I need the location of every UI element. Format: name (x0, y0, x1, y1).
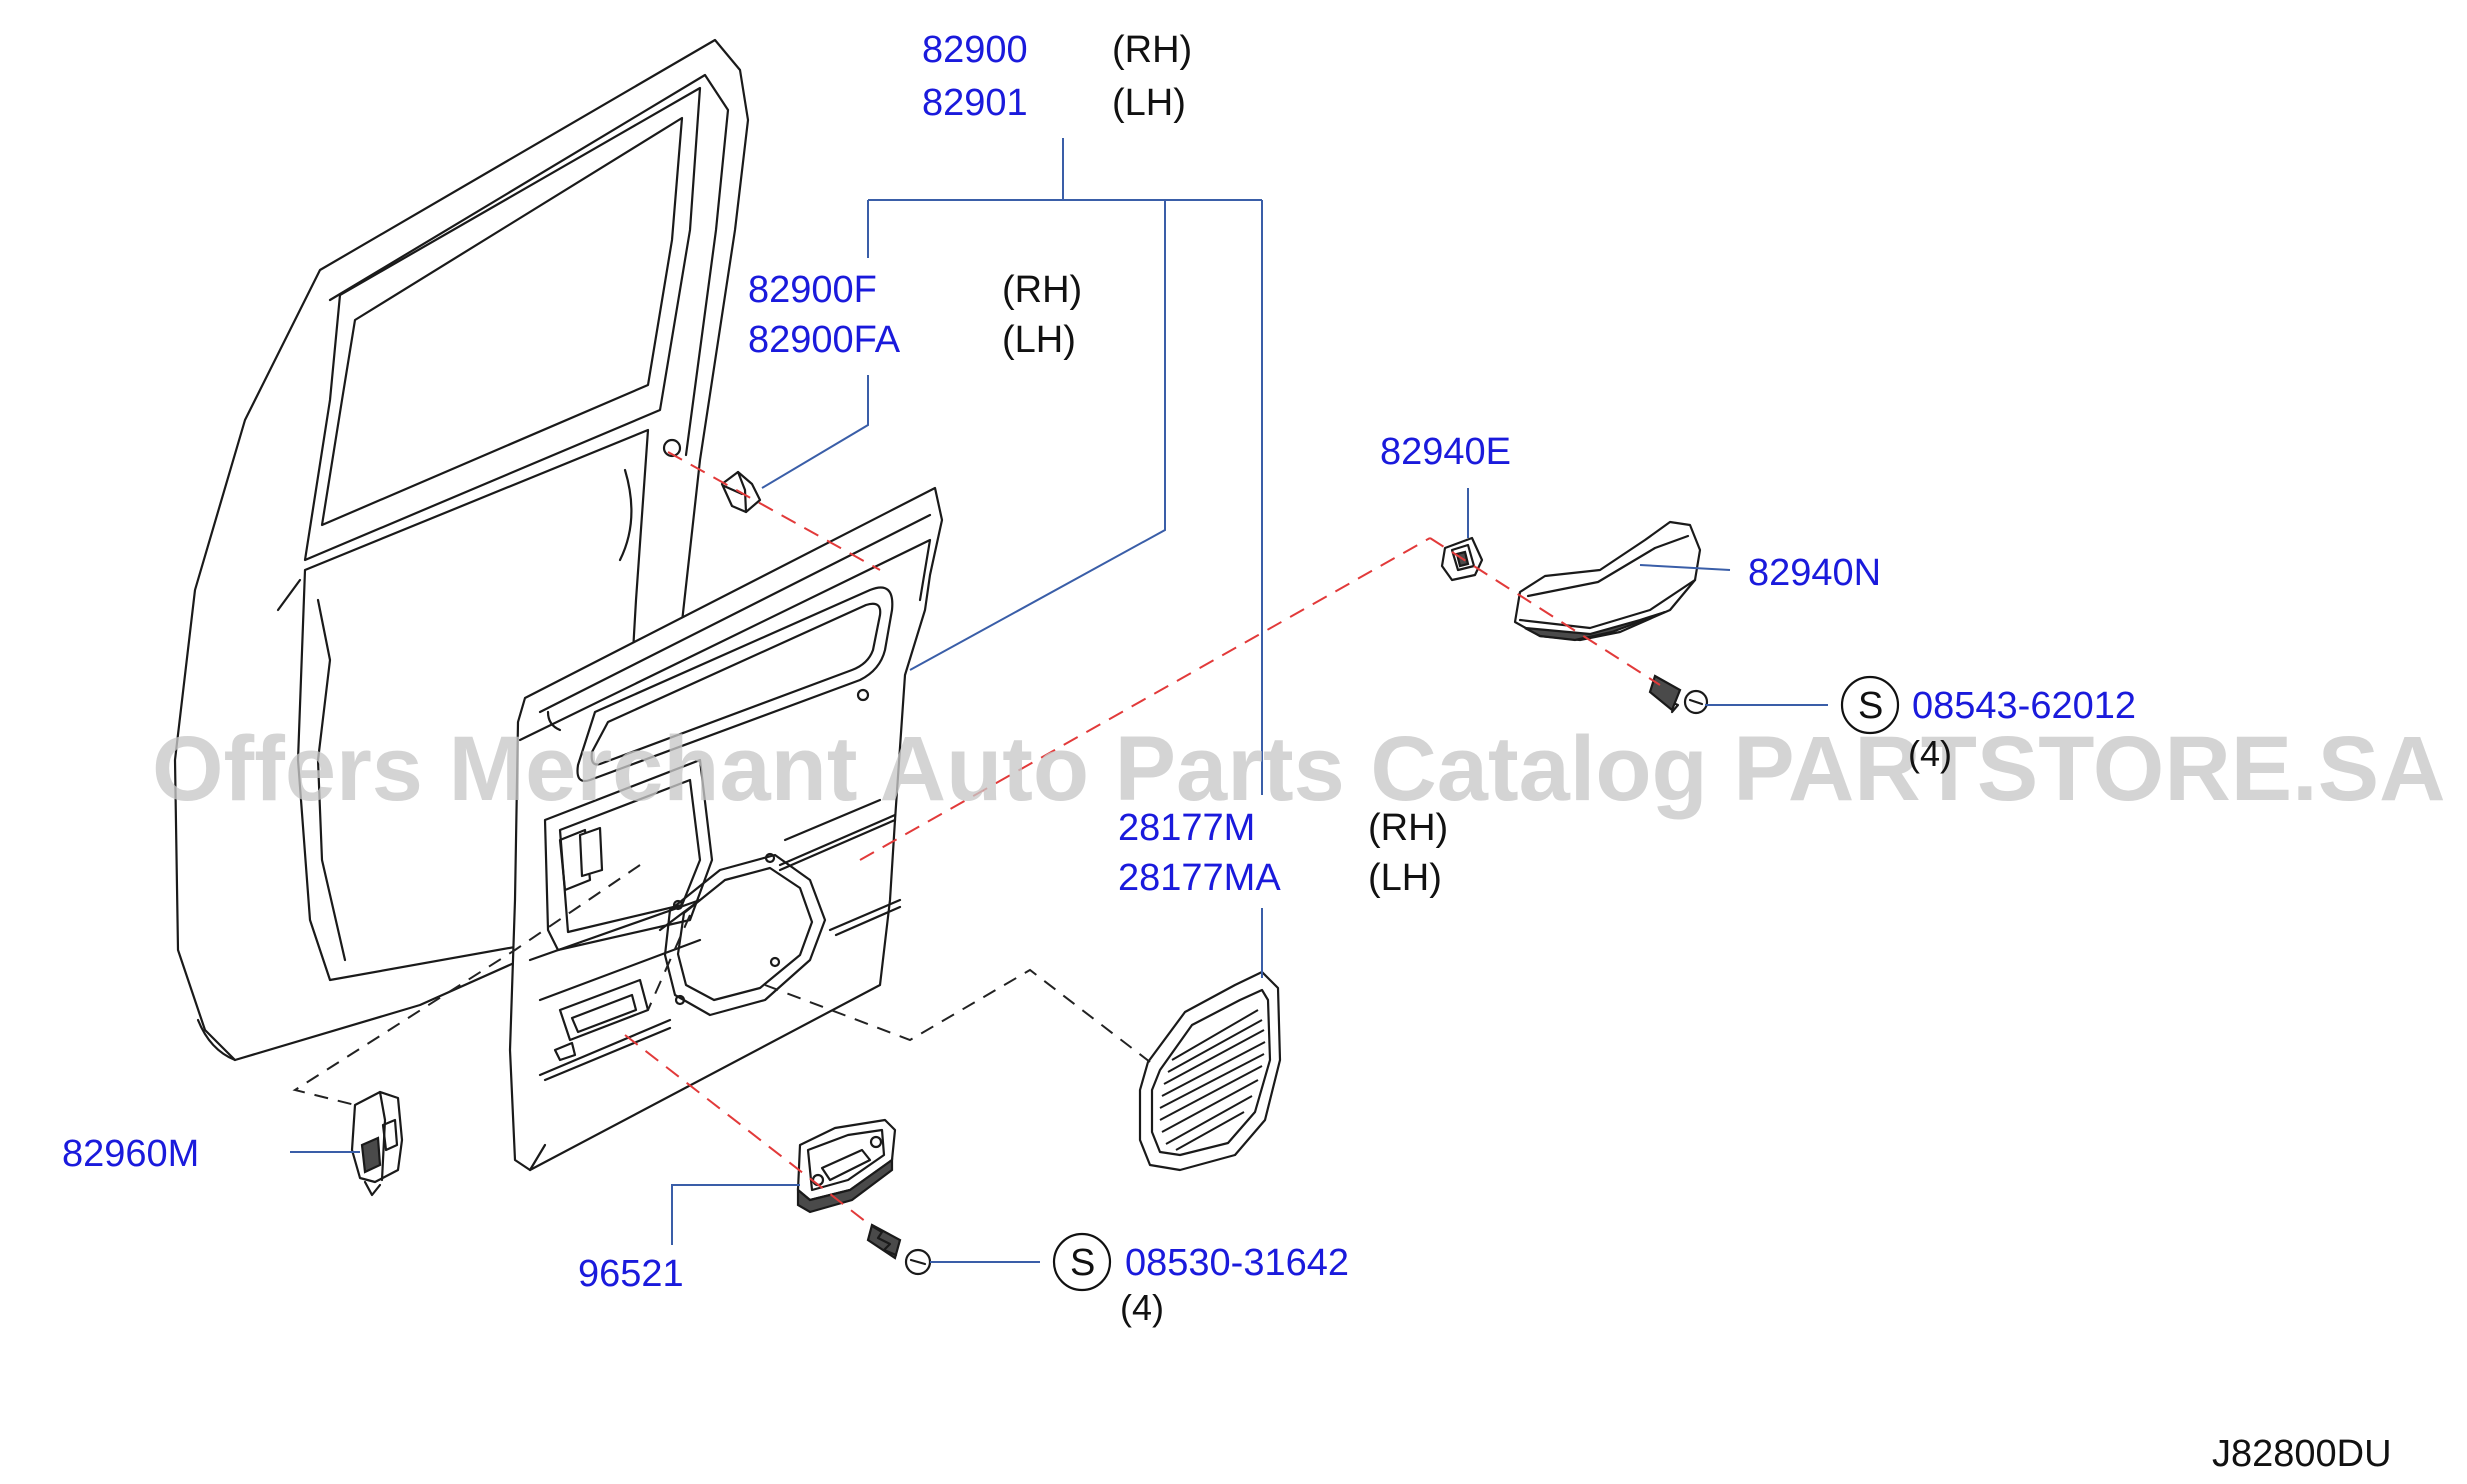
pull-handle-escutcheon-drawing (796, 1118, 897, 1214)
screw-lower-drawing (866, 1223, 932, 1276)
label-82900FA-part[interactable]: 82900FA (748, 319, 901, 361)
label-08530-31642-part[interactable]: 08530-31642 (1125, 1242, 1349, 1284)
label-82900-part[interactable]: 82900 (922, 29, 1028, 71)
symbol-circle-upper (1840, 675, 1900, 735)
label-82960M-part[interactable]: 82960M (62, 1133, 199, 1175)
label-82940N-part[interactable]: 82940N (1748, 552, 1881, 594)
label-28177MA-part[interactable]: 28177MA (1118, 857, 1281, 899)
label-82900-side: (RH) (1112, 29, 1192, 71)
diagram-code: J82800DU (2212, 1433, 2392, 1475)
switch-bezel-drawing (350, 1090, 404, 1197)
label-08530-31642-symbol: S (1070, 1242, 1095, 1284)
label-08530-31642-qty: (4) (1120, 1287, 1164, 1328)
door-trim-panel-drawing (508, 486, 944, 1172)
speaker-grille-drawing (1138, 970, 1282, 1172)
label-82901-part[interactable]: 82901 (922, 82, 1028, 124)
speaker-grille-slats (1159, 1009, 1266, 1151)
label-28177MA-side: (LH) (1368, 857, 1442, 899)
label-82900F-side: (RH) (1002, 269, 1082, 311)
label-08543-62012-symbol: S (1858, 685, 1883, 727)
label-82901-side: (LH) (1112, 82, 1186, 124)
screw-upper-drawing (1648, 674, 1709, 715)
label-28177M-side: (RH) (1368, 807, 1448, 849)
alignment-lines (292, 451, 1661, 1226)
label-08543-62012-qty: (4) (1908, 733, 1952, 774)
label-28177M-part[interactable]: 28177M (1118, 807, 1255, 849)
watermark: Offers Merchant Auto Parts Catalog PARTS… (152, 718, 2446, 820)
label-82900FA-side: (LH) (1002, 319, 1076, 361)
label-82940E-part[interactable]: 82940E (1380, 431, 1511, 473)
label-08543-62012-part[interactable]: 08543-62012 (1912, 685, 2136, 727)
label-82900F-part[interactable]: 82900F (748, 269, 877, 311)
leader-lines (290, 138, 1828, 1263)
label-96521-part[interactable]: 96521 (578, 1253, 684, 1295)
assist-grip-drawing (1513, 520, 1702, 642)
symbol-circle-lower (1052, 1232, 1112, 1292)
